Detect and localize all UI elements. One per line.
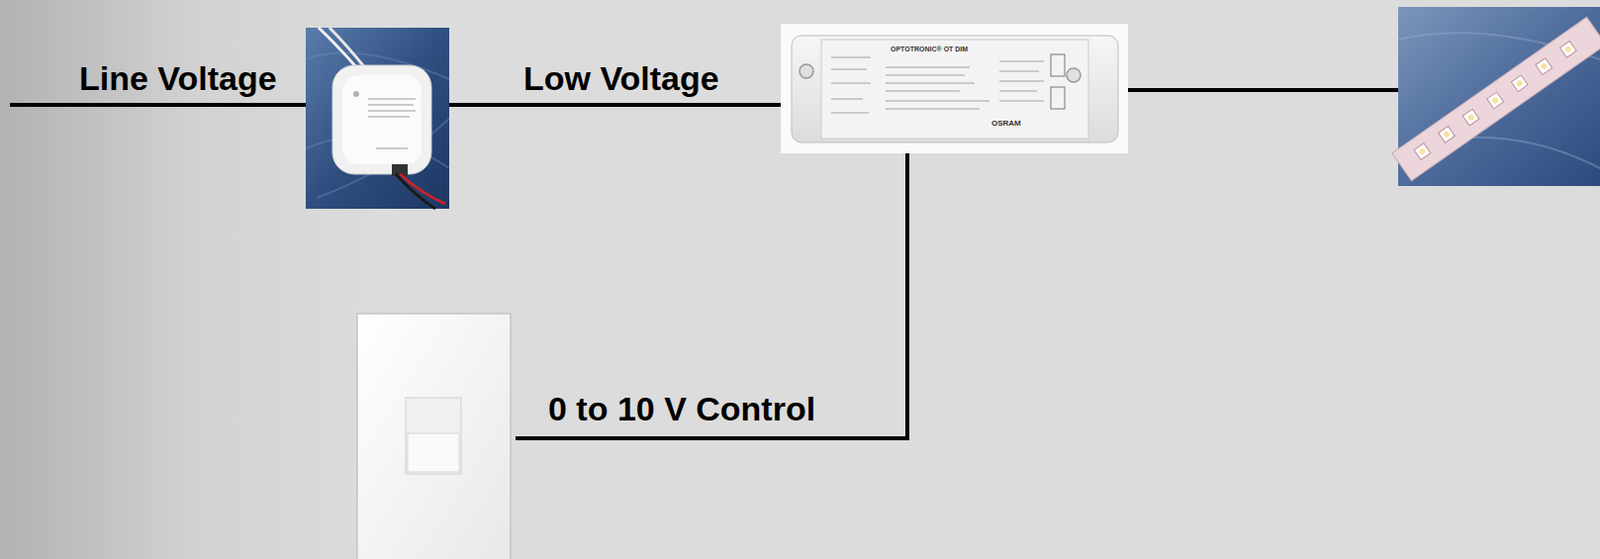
output-wire: [1127, 88, 1400, 93]
dimmer-wall-plate: [357, 313, 511, 559]
power-supply-photo: [305, 27, 450, 209]
led-driver-photo: [780, 23, 1129, 154]
wire: [9, 90, 1400, 439]
line-voltage-wire: [9, 102, 307, 107]
product-name: OPTOTRONIC® OT DIM: [890, 44, 968, 54]
control-wire: [515, 152, 908, 439]
led-strip-photo: [1392, 6, 1600, 187]
voltage-label: Low Voltage: [523, 61, 720, 95]
signal-label: 0 to 10 V Control: [548, 391, 816, 426]
brand-label: OSRAM: [991, 118, 1022, 129]
low-voltage-wire: [448, 102, 782, 107]
voltage-label: Line Voltage: [79, 61, 278, 95]
